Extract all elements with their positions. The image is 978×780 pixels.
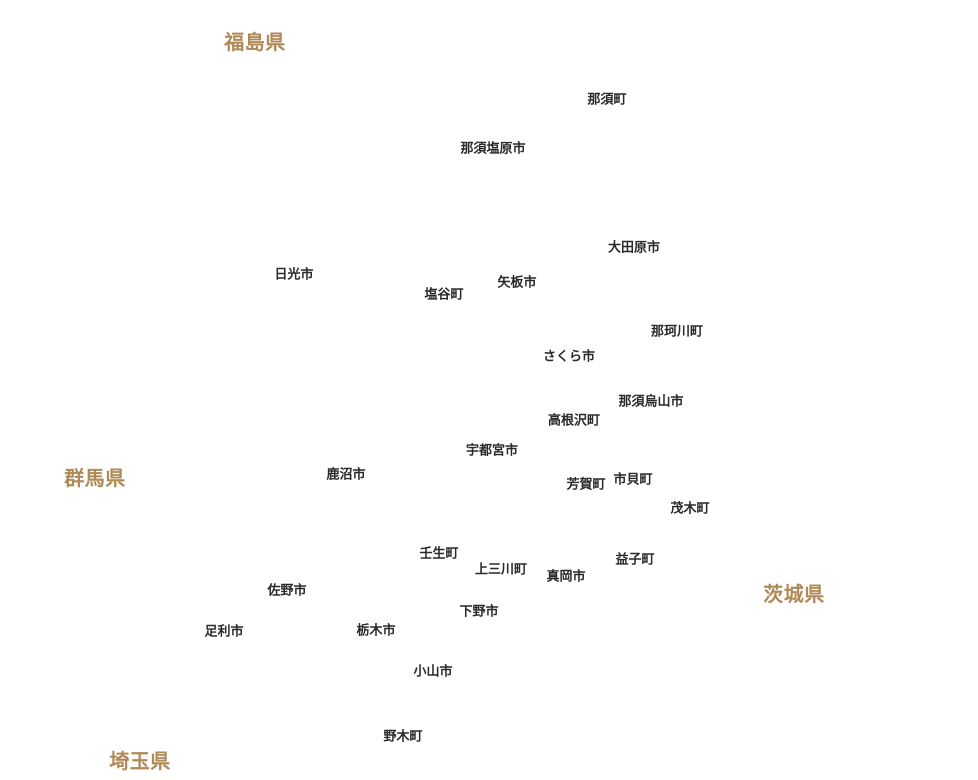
municipality-mibu[interactable]: 壬生町 [419,546,459,562]
municipality-tochigi[interactable]: 栃木市 [356,623,396,639]
municipality-moka[interactable]: 真岡市 [546,569,586,585]
municipality-nasushiobara[interactable]: 那須塩原市 [460,141,526,157]
municipality-mashiko[interactable]: 益子町 [615,552,655,568]
prefecture-label-ibaraki: 茨城県 [763,582,825,606]
municipality-shimotsuke[interactable]: 下野市 [459,604,499,620]
municipality-utsunomiya[interactable]: 宇都宮市 [465,443,519,459]
prefecture-label-gunma: 群馬県 [64,466,126,490]
municipality-haga[interactable]: 芳賀町 [566,477,606,493]
municipality-motegi[interactable]: 茂木町 [670,501,710,517]
municipality-sano[interactable]: 佐野市 [267,583,307,599]
municipality-nasu[interactable]: 那須町 [587,92,627,108]
municipality-sakura[interactable]: さくら市 [542,349,596,365]
municipality-nakagawa[interactable]: 那珂川町 [650,324,704,340]
municipality-oyama[interactable]: 小山市 [413,664,453,680]
municipality-kaminokawa[interactable]: 上三川町 [474,562,528,578]
prefecture-label-saitama: 埼玉県 [109,749,171,773]
municipality-otawara[interactable]: 大田原市 [607,240,661,256]
municipality-nasukarasuyama[interactable]: 那須烏山市 [618,394,684,410]
municipality-nikko[interactable]: 日光市 [274,267,314,283]
municipality-takanezawa[interactable]: 高根沢町 [547,413,601,429]
municipality-ashikaga[interactable]: 足利市 [204,624,244,640]
municipality-nogi[interactable]: 野木町 [383,729,423,745]
municipality-shioya[interactable]: 塩谷町 [424,287,464,303]
prefecture-label-fukushima: 福島県 [224,30,286,54]
municipality-kanuma[interactable]: 鹿沼市 [326,467,366,483]
municipality-ichikai[interactable]: 市貝町 [613,472,653,488]
municipality-yaita[interactable]: 矢板市 [497,275,537,291]
